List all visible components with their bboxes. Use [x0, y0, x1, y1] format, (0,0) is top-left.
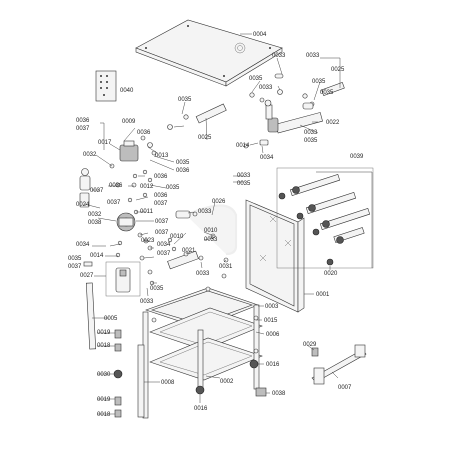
part-label: 0018 [97, 343, 111, 349]
part-label: 0035 [68, 256, 82, 262]
part-label: 0019 [97, 330, 111, 336]
part-label: 0005 [104, 316, 118, 322]
part-label: 0030 [97, 372, 111, 378]
part-label: 0035 [304, 138, 318, 144]
part-label: 0035 [249, 76, 263, 82]
part-label: 0031 [219, 264, 233, 270]
part-label: 0034 [76, 242, 90, 248]
part-label: 0014 [90, 253, 104, 259]
part-label: 0033 [304, 130, 318, 136]
part-label: 0032 [88, 212, 102, 218]
part-label: 0036 [109, 183, 123, 189]
part-label: 0038 [272, 391, 286, 397]
part-label: 0036 [176, 168, 190, 174]
part-label: 0016 [194, 406, 208, 412]
part-label: 0002 [220, 379, 234, 385]
part-label: 0033 [140, 299, 154, 305]
part-label: 0036 [154, 174, 168, 180]
part-label: 0009 [122, 119, 136, 125]
part-label: 0039 [350, 154, 364, 160]
part-label: 0036 [154, 193, 168, 199]
gas-pipe-assembly [167, 73, 345, 149]
part-label: 0037 [157, 251, 171, 257]
part-label: 0020 [324, 271, 338, 277]
part-label: 0006 [266, 332, 280, 338]
screw-kit-card [95, 70, 117, 102]
part-label: 0014 [236, 143, 250, 149]
part-label: 0026 [212, 199, 226, 205]
part-label: 0001 [316, 292, 330, 298]
part-label: 0035 [320, 90, 334, 96]
part-label: 0036 [76, 118, 90, 124]
part-label: 0035 [237, 181, 251, 187]
part-label: 0013 [155, 153, 169, 159]
part-label: 0035 [166, 185, 180, 191]
part-label: 0033 [198, 209, 212, 215]
part-label: 0004 [253, 32, 267, 38]
part-label: 0025 [198, 135, 212, 141]
control-valve-group [79, 135, 157, 267]
burner-tube-assembly [276, 167, 374, 269]
part-label: 0035 [312, 79, 326, 85]
part-label: 0038 [88, 220, 102, 226]
part-label: 0037 [154, 201, 168, 207]
part-number-labels: 0004 0040 0033 0033 0025 0035 0033 0035 … [68, 32, 364, 418]
part-label: 0010 [204, 228, 218, 234]
part-label: 0010 [170, 234, 184, 240]
part-label: 0019 [97, 397, 111, 403]
part-label: 0033 [204, 237, 218, 243]
part-label: 0033 [237, 173, 251, 179]
part-label: 0017 [98, 140, 112, 146]
part-label: 0033 [196, 271, 210, 277]
part-label: 0022 [326, 120, 340, 126]
part-label: 0012 [140, 184, 154, 190]
part-label: 0033 [272, 53, 286, 59]
part-label: 0032 [83, 152, 97, 158]
part-label: 0011 [140, 209, 154, 215]
part-label: 0035 [178, 97, 192, 103]
part-label: 0015 [264, 318, 278, 324]
top-cover-part [135, 19, 283, 87]
part-label: 0021 [182, 248, 196, 254]
gas-hose-part [167, 204, 238, 279]
part-label: 0037 [68, 264, 82, 270]
part-label: 0040 [120, 88, 134, 94]
part-label: 0037 [76, 126, 90, 132]
part-label: 0035 [176, 160, 190, 166]
part-label: 0027 [80, 273, 94, 279]
side-panel-part [245, 199, 305, 313]
part-label: 0003 [265, 304, 279, 310]
bracket-0007-part [311, 344, 367, 385]
part-label: 0035 [150, 286, 164, 292]
part-label: 0034 [260, 155, 274, 161]
part-label: 0037 [90, 188, 104, 194]
part-label: 0016 [266, 362, 280, 368]
frame-chassis-part [85, 282, 263, 419]
part-label: 0033 [259, 85, 273, 91]
part-label: 0008 [161, 380, 175, 386]
part-label: 0037 [155, 230, 169, 236]
part-label: 0007 [338, 385, 352, 391]
leader-lines [83, 57, 373, 415]
part-label: 0025 [331, 67, 345, 73]
part-label: 0036 [137, 130, 151, 136]
part-label: 0029 [303, 342, 317, 348]
part-label: 0033 [306, 53, 320, 59]
part-label: 0018 [97, 412, 111, 418]
battery-box-part [105, 261, 155, 297]
part-label: 0037 [107, 200, 121, 206]
part-label: 0034 [157, 242, 171, 248]
part-label: 0037 [155, 219, 169, 225]
wheels-feet-part [113, 329, 319, 418]
part-label: 0023 [141, 238, 155, 244]
part-label: 0024 [76, 202, 90, 208]
